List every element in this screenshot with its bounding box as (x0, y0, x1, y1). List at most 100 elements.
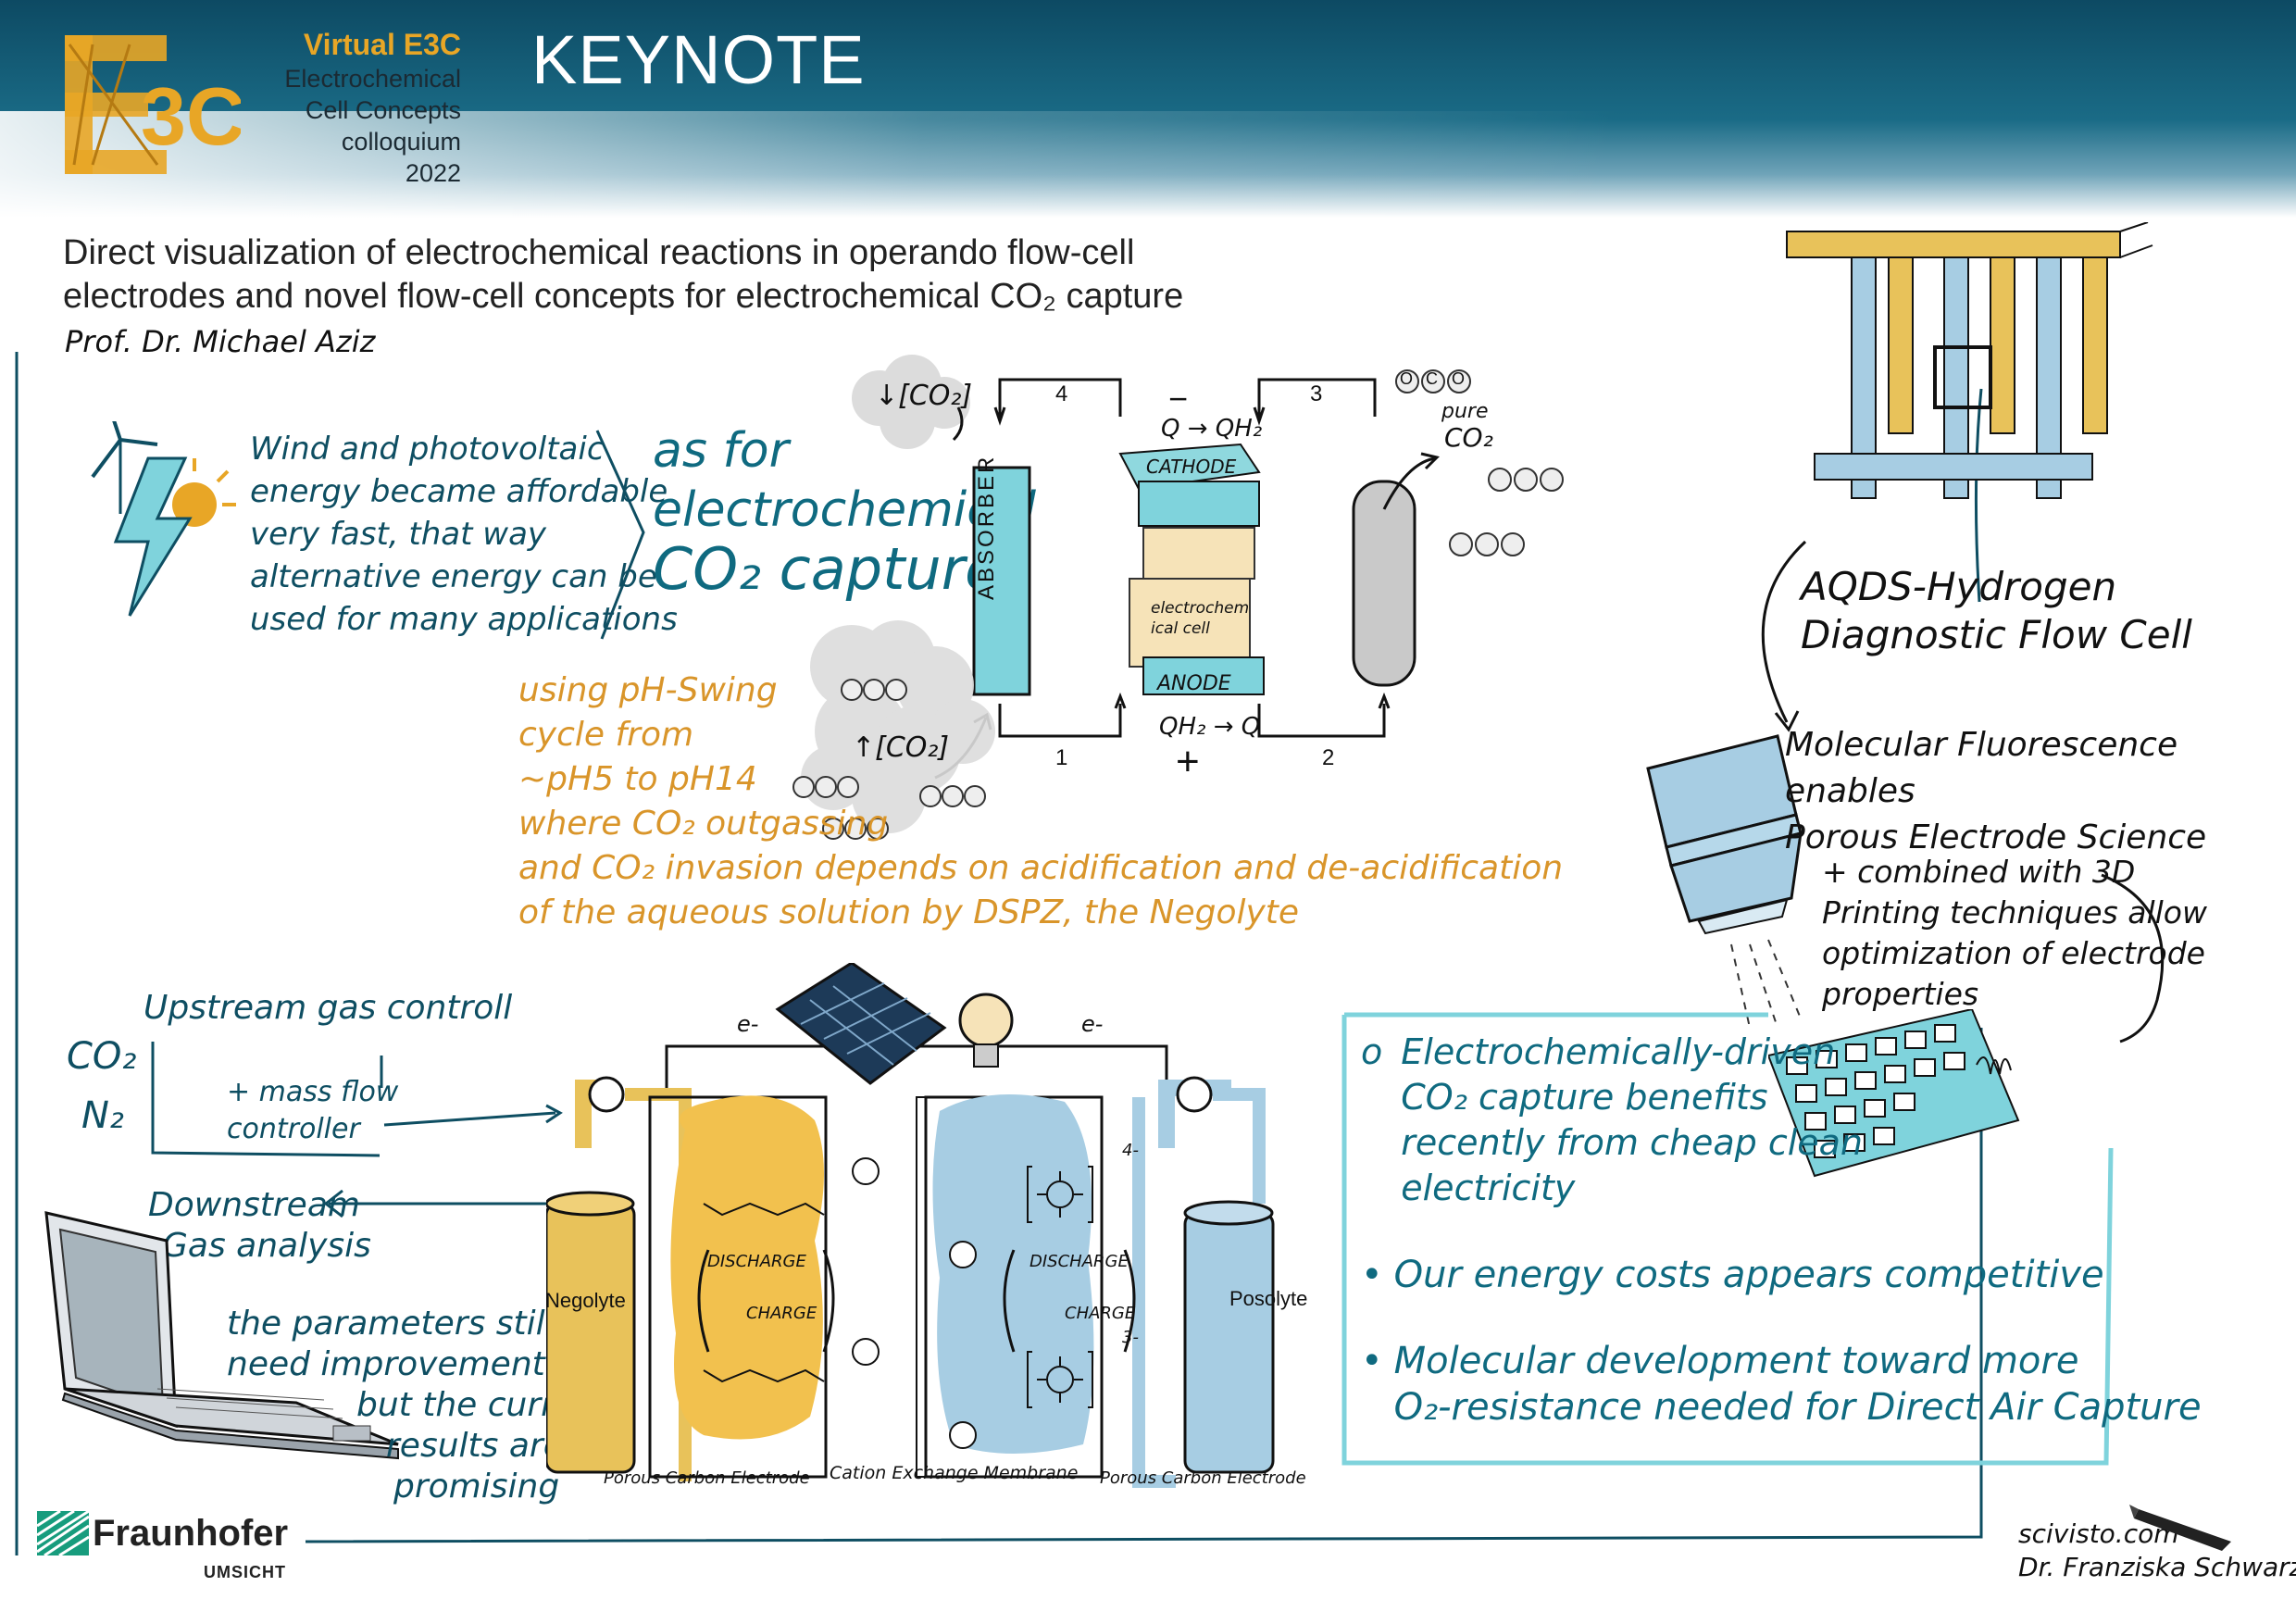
wind-solar-lightning-icon (91, 421, 236, 617)
anode-label: ANODE (1157, 672, 1231, 695)
posolyte-label: Posolyte (1229, 1287, 1308, 1310)
molecule-atom: O (1400, 369, 1414, 388)
mfc-line: controller (227, 1113, 360, 1145)
minus-sign: − (1168, 380, 1189, 418)
conclusion-3: • Molecular development toward more O₂-r… (1361, 1338, 2202, 1430)
step-4: 4 (1055, 381, 1068, 406)
molecule-atom: O (1452, 369, 1466, 388)
bullet: • (1361, 1340, 1383, 1382)
anode-reaction: QH₂ → Q (1159, 713, 1261, 741)
conclusion-line: recently from cheap clean (1401, 1122, 1864, 1163)
header-banner: 3C Virtual E3C Electrochemical Cell Conc… (0, 0, 2296, 218)
aqds-title: AQDS-Hydrogen Diagnostic Flow Cell (1801, 563, 2192, 659)
pure-co2-label: CO₂ (1444, 422, 1493, 453)
fraunhofer-logo-icon (37, 1511, 89, 1555)
discharge-left: DISCHARGE (707, 1252, 806, 1271)
energy-line: alternative energy can be (250, 558, 657, 595)
subtitle-line: 2022 (405, 159, 461, 187)
membrane-label: Cation Exchange Membrane (830, 1463, 1079, 1483)
ph-swing-line: cycle from (518, 716, 694, 754)
conclusion-2: • Our energy costs appears competitive (1361, 1252, 2104, 1298)
bracket-arc (2101, 873, 2165, 1043)
conclusions-frame (1341, 1012, 2114, 1466)
ph-swing-line: of the aqueous solution by DSPZ, the Neg… (518, 893, 1300, 931)
aqds-arrow (1761, 540, 1807, 732)
capture-line: electrochemical (653, 482, 1037, 538)
electron-right: e- (1081, 1011, 1104, 1037)
print-line: optimization of electrode (1822, 935, 2205, 971)
porous-electrode-left: Porous Carbon Electrode (604, 1468, 810, 1488)
step-2: 2 (1322, 745, 1335, 770)
energy-line: energy became affordable (250, 473, 668, 510)
charge-3-label: 3- (1122, 1328, 1139, 1347)
discharge-right: DISCHARGE (1029, 1252, 1129, 1271)
conclusion-line: electricity (1401, 1168, 1576, 1208)
electron-left: e- (737, 1011, 759, 1037)
molecule-atom: C (1426, 369, 1438, 388)
energy-statement: Wind and photovoltaic energy became affo… (250, 428, 678, 641)
series-name: Virtual E3C (303, 28, 461, 61)
printed-electrode-icon (1768, 1009, 2020, 1178)
downstream-arrow (323, 1189, 574, 1218)
conclusion-line: CO₂ capture benefits (1401, 1077, 1768, 1118)
pure-label: pure (1441, 400, 1489, 423)
aqds-title-line: AQDS-Hydrogen (1801, 564, 2117, 609)
conclusion-line: O₂-resistance needed for Direct Air Capt… (1393, 1386, 2202, 1429)
capture-cycle-diagram (852, 355, 1564, 780)
energy-line: very fast, that way (250, 516, 547, 553)
energy-line: used for many applications (250, 601, 678, 638)
light-bulb-icon (958, 993, 1014, 1068)
talk-title: Direct visualization of electrochemical … (63, 231, 1452, 319)
org-sub: UMSICHT (204, 1563, 286, 1581)
upstream-label: Upstream gas controll (144, 989, 513, 1027)
absorber-label: ABSORBER (974, 454, 999, 600)
org-name: Fraunhofer (93, 1513, 289, 1554)
params-line: results are (386, 1427, 564, 1465)
pen-icon (2129, 1505, 2231, 1551)
conclusion-line: Electrochemically-driven (1401, 1031, 1836, 1072)
capture-statement: as for electrochemical CO₂ capture (653, 421, 1036, 599)
printing-text: + combined with 3D Printing techniques a… (1822, 852, 2207, 1015)
bullet: o (1361, 1031, 1383, 1072)
fluorescence-text: Molecular Fluorescence enables Porous El… (1785, 722, 2296, 861)
conclusion-line: Molecular development toward more (1393, 1340, 2079, 1382)
subtitle-line: colloquium (341, 128, 461, 156)
fluor-line: Molecular Fluorescence enables (1785, 726, 2178, 810)
bullet: • (1361, 1254, 1383, 1296)
co2-molecule-icon (1395, 369, 1564, 556)
plus-sign: + (1176, 739, 1200, 784)
microscope-objective-icon (1646, 734, 1803, 1029)
credit-name: Dr. Franziska Schwarz (2018, 1552, 2296, 1582)
co2-gas-label: CO₂ (67, 1035, 137, 1078)
aqds-title-line: Diagnostic Flow Cell (1801, 612, 2192, 657)
conclusion-1: o Electrochemically-driven CO₂ capture b… (1361, 1030, 1863, 1211)
n2-gas-label: N₂ (81, 1094, 124, 1137)
laptop-icon (44, 1211, 399, 1460)
ph-swing-line: and CO₂ invasion depends on acidificatio… (518, 849, 1564, 887)
conference-subtitle: Electrochemical Cell Concepts colloquium… (259, 63, 461, 189)
downstream-line: Gas analysis (162, 1227, 371, 1265)
fluor-line: Porous Electrode Science (1785, 818, 2207, 856)
title-line: electrodes and novel flow-cell concepts … (63, 277, 1184, 316)
header-sweep (0, 111, 2296, 218)
cell-line: electrochem (1151, 599, 1250, 618)
cell-label: electrochem ical cell (1151, 598, 1249, 639)
charge-right: CHARGE (1065, 1304, 1136, 1323)
energy-line: Wind and photovoltaic (250, 431, 605, 468)
mfc-label: + mass flow controller (227, 1074, 398, 1148)
negolyte-label: Negolyte (545, 1289, 626, 1312)
capture-line: CO₂ capture (653, 535, 1001, 603)
co2-increase-label: ↑[CO₂] (852, 731, 950, 764)
print-line: properties (1822, 976, 1979, 1012)
svg-text:3C: 3C (141, 70, 241, 162)
params-line: the parameters still (227, 1305, 555, 1343)
flow-battery-diagram (546, 1044, 1275, 1488)
e3c-logo-icon: 3C (65, 35, 241, 174)
ph-swing-line: where CO₂ outgassing (518, 805, 889, 843)
ph-swing-text: using pH-Swing cycle from ~pH5 to pH14 w… (518, 668, 1563, 935)
mfc-line: + mass flow (227, 1076, 399, 1108)
aqds-flow-cell-icon (1786, 222, 2153, 499)
cathode-reaction: Q → QH₂ (1161, 415, 1263, 443)
print-line: Printing techniques allow (1822, 894, 2207, 931)
